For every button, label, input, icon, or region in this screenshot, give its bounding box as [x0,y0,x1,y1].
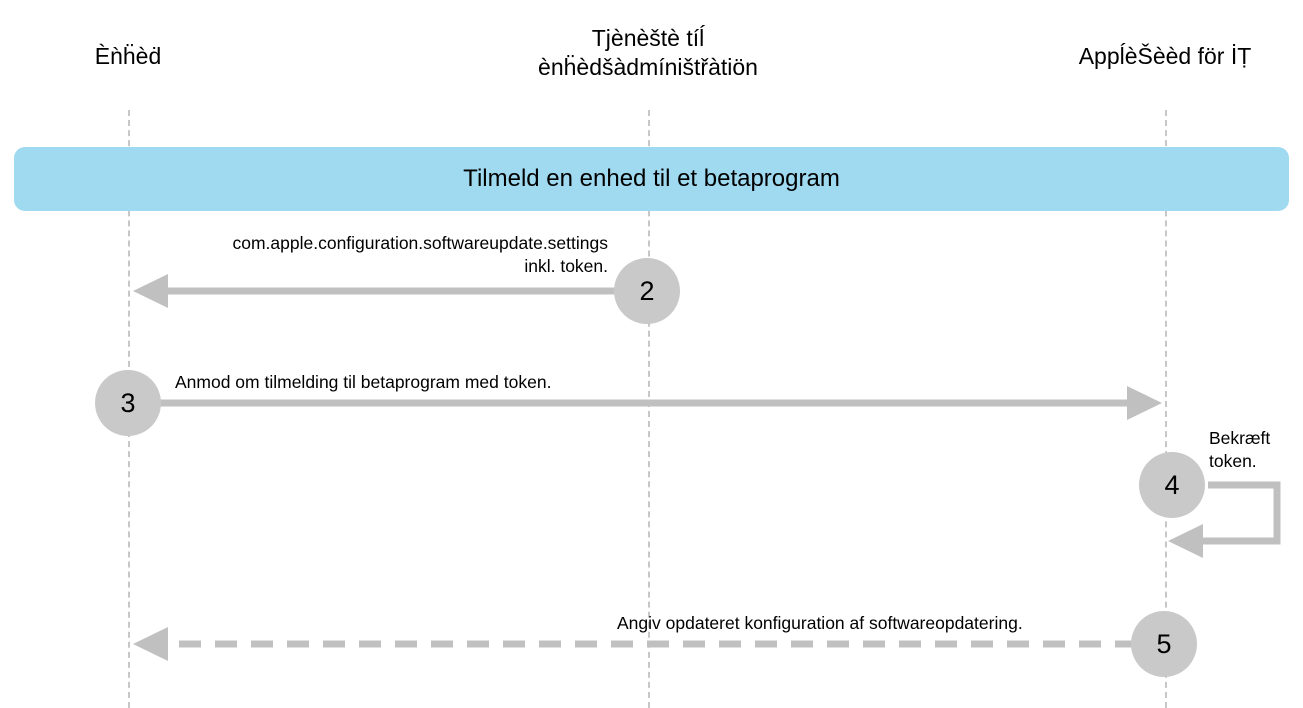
message-label-step-4: Bekræft token. [1209,428,1271,471]
lane-header-appleseed-line1: AppĺèŠèèd för İṬ [1078,43,1252,69]
lane-header-mdm-service: Tjènèštè tíĺ ènḧèdšàdmíništřàtiön [448,24,848,82]
lane-header-mdm-service-line1: Tjènèštè tíĺ [591,25,705,51]
lifeline-appleseed-for-it [1165,110,1167,708]
step-bubble-5-number: 5 [1156,628,1172,659]
message-label-step-2: com.apple.configuration.softwareupdate.s… [232,233,608,276]
lane-header-device: Èǹḧèḋ [28,42,228,71]
step-bubble-4[interactable]: 4 [1139,452,1205,518]
message-label-step-3: Anmod om tilmelding til betaprogram med … [175,372,552,392]
step-bubble-5[interactable]: 5 [1131,611,1197,677]
step-bubble-4-number: 4 [1164,469,1180,500]
phase-banner-label: Tilmeld en enhed til et betaprogram [463,165,840,192]
lifeline-mdm-service [648,110,650,708]
step-bubble-2-number: 2 [639,275,655,306]
step-bubble-2[interactable]: 2 [614,258,680,324]
lane-header-mdm-service-line2: ènḧèdšàdmíništřàtiön [538,54,758,80]
step-bubble-3[interactable]: 3 [95,370,161,436]
lane-header-appleseed-for-it: AppĺèŠèèd för İṬ [965,42,1303,71]
phase-banner: Tilmeld en enhed til et betaprogram [14,147,1289,211]
lane-header-device-line1: Èǹḧèḋ [94,43,162,69]
message-label-step-5: Angiv opdateret konfiguration af softwar… [617,613,1023,633]
step-bubble-3-number: 3 [120,387,136,418]
arrow-step-2 [133,274,620,308]
